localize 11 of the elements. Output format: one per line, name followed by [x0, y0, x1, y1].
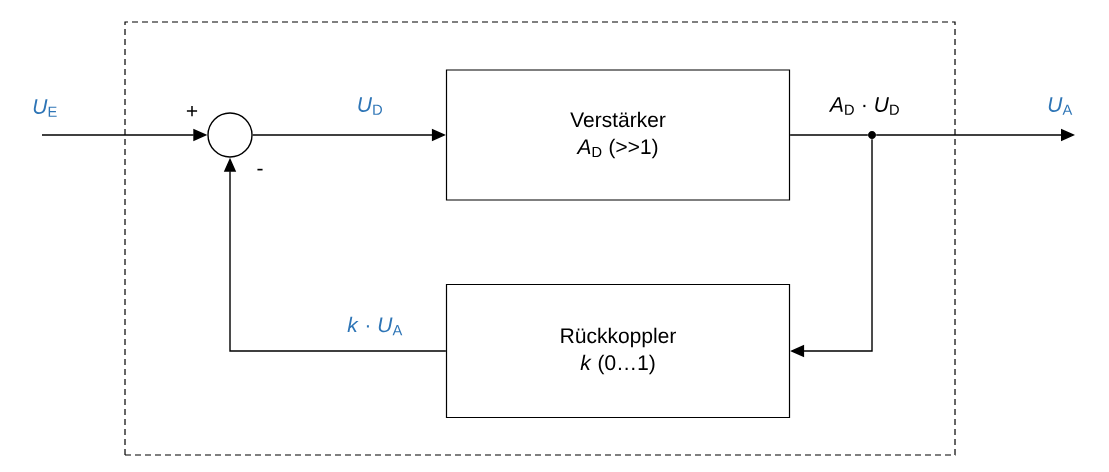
block-box: Verstärker A$_{D}$ (>>1): [445, 69, 791, 201]
signal-label: k · U$_{A}$: [346, 315, 404, 337]
sign-label: +: [186, 105, 198, 117]
block-box: Rückkoppler k (0…1): [445, 283, 791, 419]
sign-label: -: [257, 168, 263, 171]
summing-point: [207, 112, 253, 158]
signal-label: U$_{E}$: [31, 98, 59, 118]
signal-label: U$_{D}$: [355, 96, 385, 116]
signal-label: U$_{A}$: [1046, 96, 1074, 116]
system-boundary: [124, 21, 956, 456]
signal-label: A$_{D}$ · U$_{D}$: [828, 96, 902, 116]
